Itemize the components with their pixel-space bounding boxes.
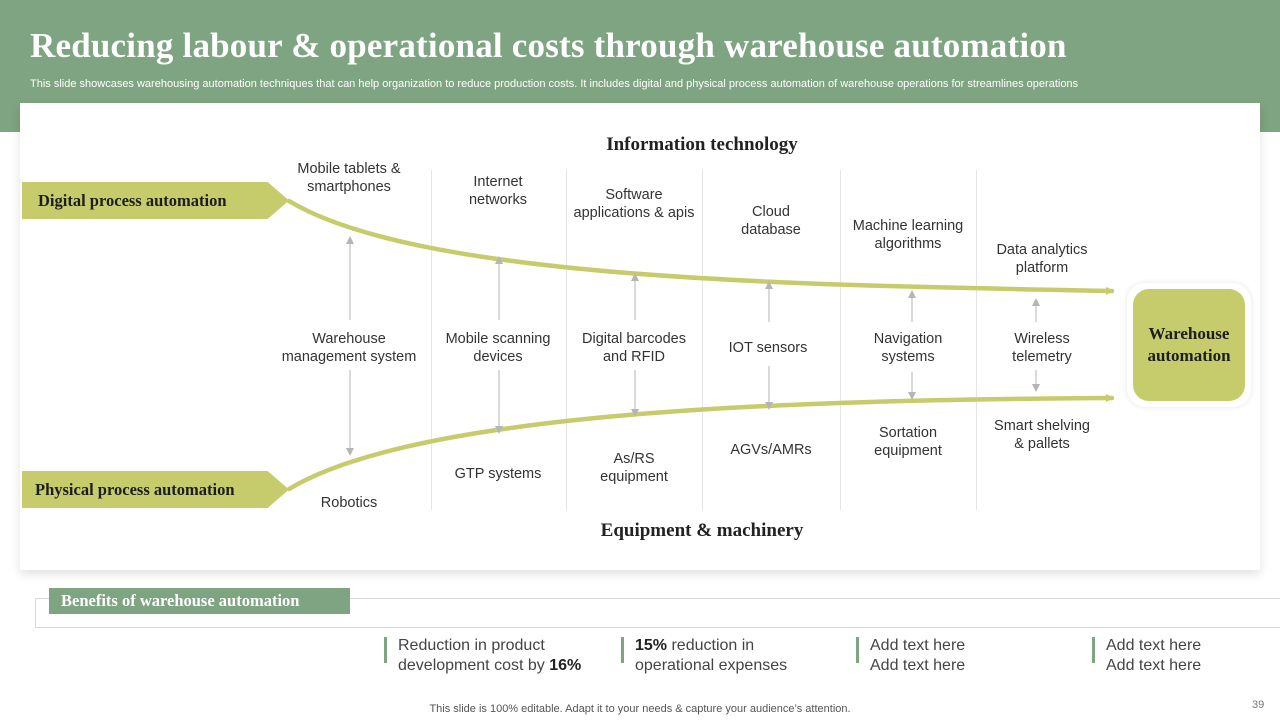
information-technology-heading: Information technology [606, 134, 798, 155]
footer-note: This slide is 100% editable. Adapt it to… [429, 703, 851, 715]
physical-flow-curve [286, 394, 1115, 492]
benefit-accent-bar [1092, 637, 1095, 663]
benefit-item: Add text here Add text here [1092, 636, 1201, 675]
column-divider [976, 170, 977, 510]
benefits-heading: Benefits of warehouse automation [49, 588, 350, 614]
physical-process-automation-tag: Physical process automation [22, 471, 289, 508]
benefit-item: Add text here Add text here [856, 636, 965, 675]
process-item-iot-sensors: IOT sensors [728, 340, 808, 356]
column-divider [840, 170, 841, 510]
benefit-item: 15% reduction in operational expenses [621, 636, 787, 675]
column-divider [702, 170, 703, 510]
it-item-mobile-tablets: Mobile tablets &smartphones [297, 161, 401, 195]
slide-subtitle: This slide showcases warehousing automat… [30, 78, 1079, 90]
equipment-item-smart-shelving: Smart shelving& pallets [994, 418, 1090, 452]
column-divider [566, 170, 567, 510]
equipment-machinery-heading: Equipment & machinery [600, 520, 804, 541]
warehouse-automation-hub: Warehouse automation [1133, 289, 1245, 401]
equipment-item-robotics: Robotics [320, 495, 378, 511]
column-divider [431, 170, 432, 510]
benefit-accent-bar [621, 637, 624, 663]
page-number: 39 [1252, 699, 1265, 711]
benefit-accent-bar [856, 637, 859, 663]
hub-label-line: automation [1147, 346, 1231, 365]
hub-label-line: Warehouse [1148, 324, 1230, 343]
equipment-item-gtp-systems: GTP systems [454, 466, 542, 482]
digital-process-automation-tag: Digital process automation [22, 182, 289, 219]
slide-title: Reducing labour & operational costs thro… [30, 26, 1067, 65]
benefits-divider [350, 627, 1280, 628]
benefit-accent-bar [384, 637, 387, 663]
digital-flow-curve [286, 198, 1115, 295]
benefit-item: Reduction in product development cost by… [384, 636, 581, 675]
equipment-item-agvs-amrs: AGVs/AMRs [730, 442, 812, 458]
